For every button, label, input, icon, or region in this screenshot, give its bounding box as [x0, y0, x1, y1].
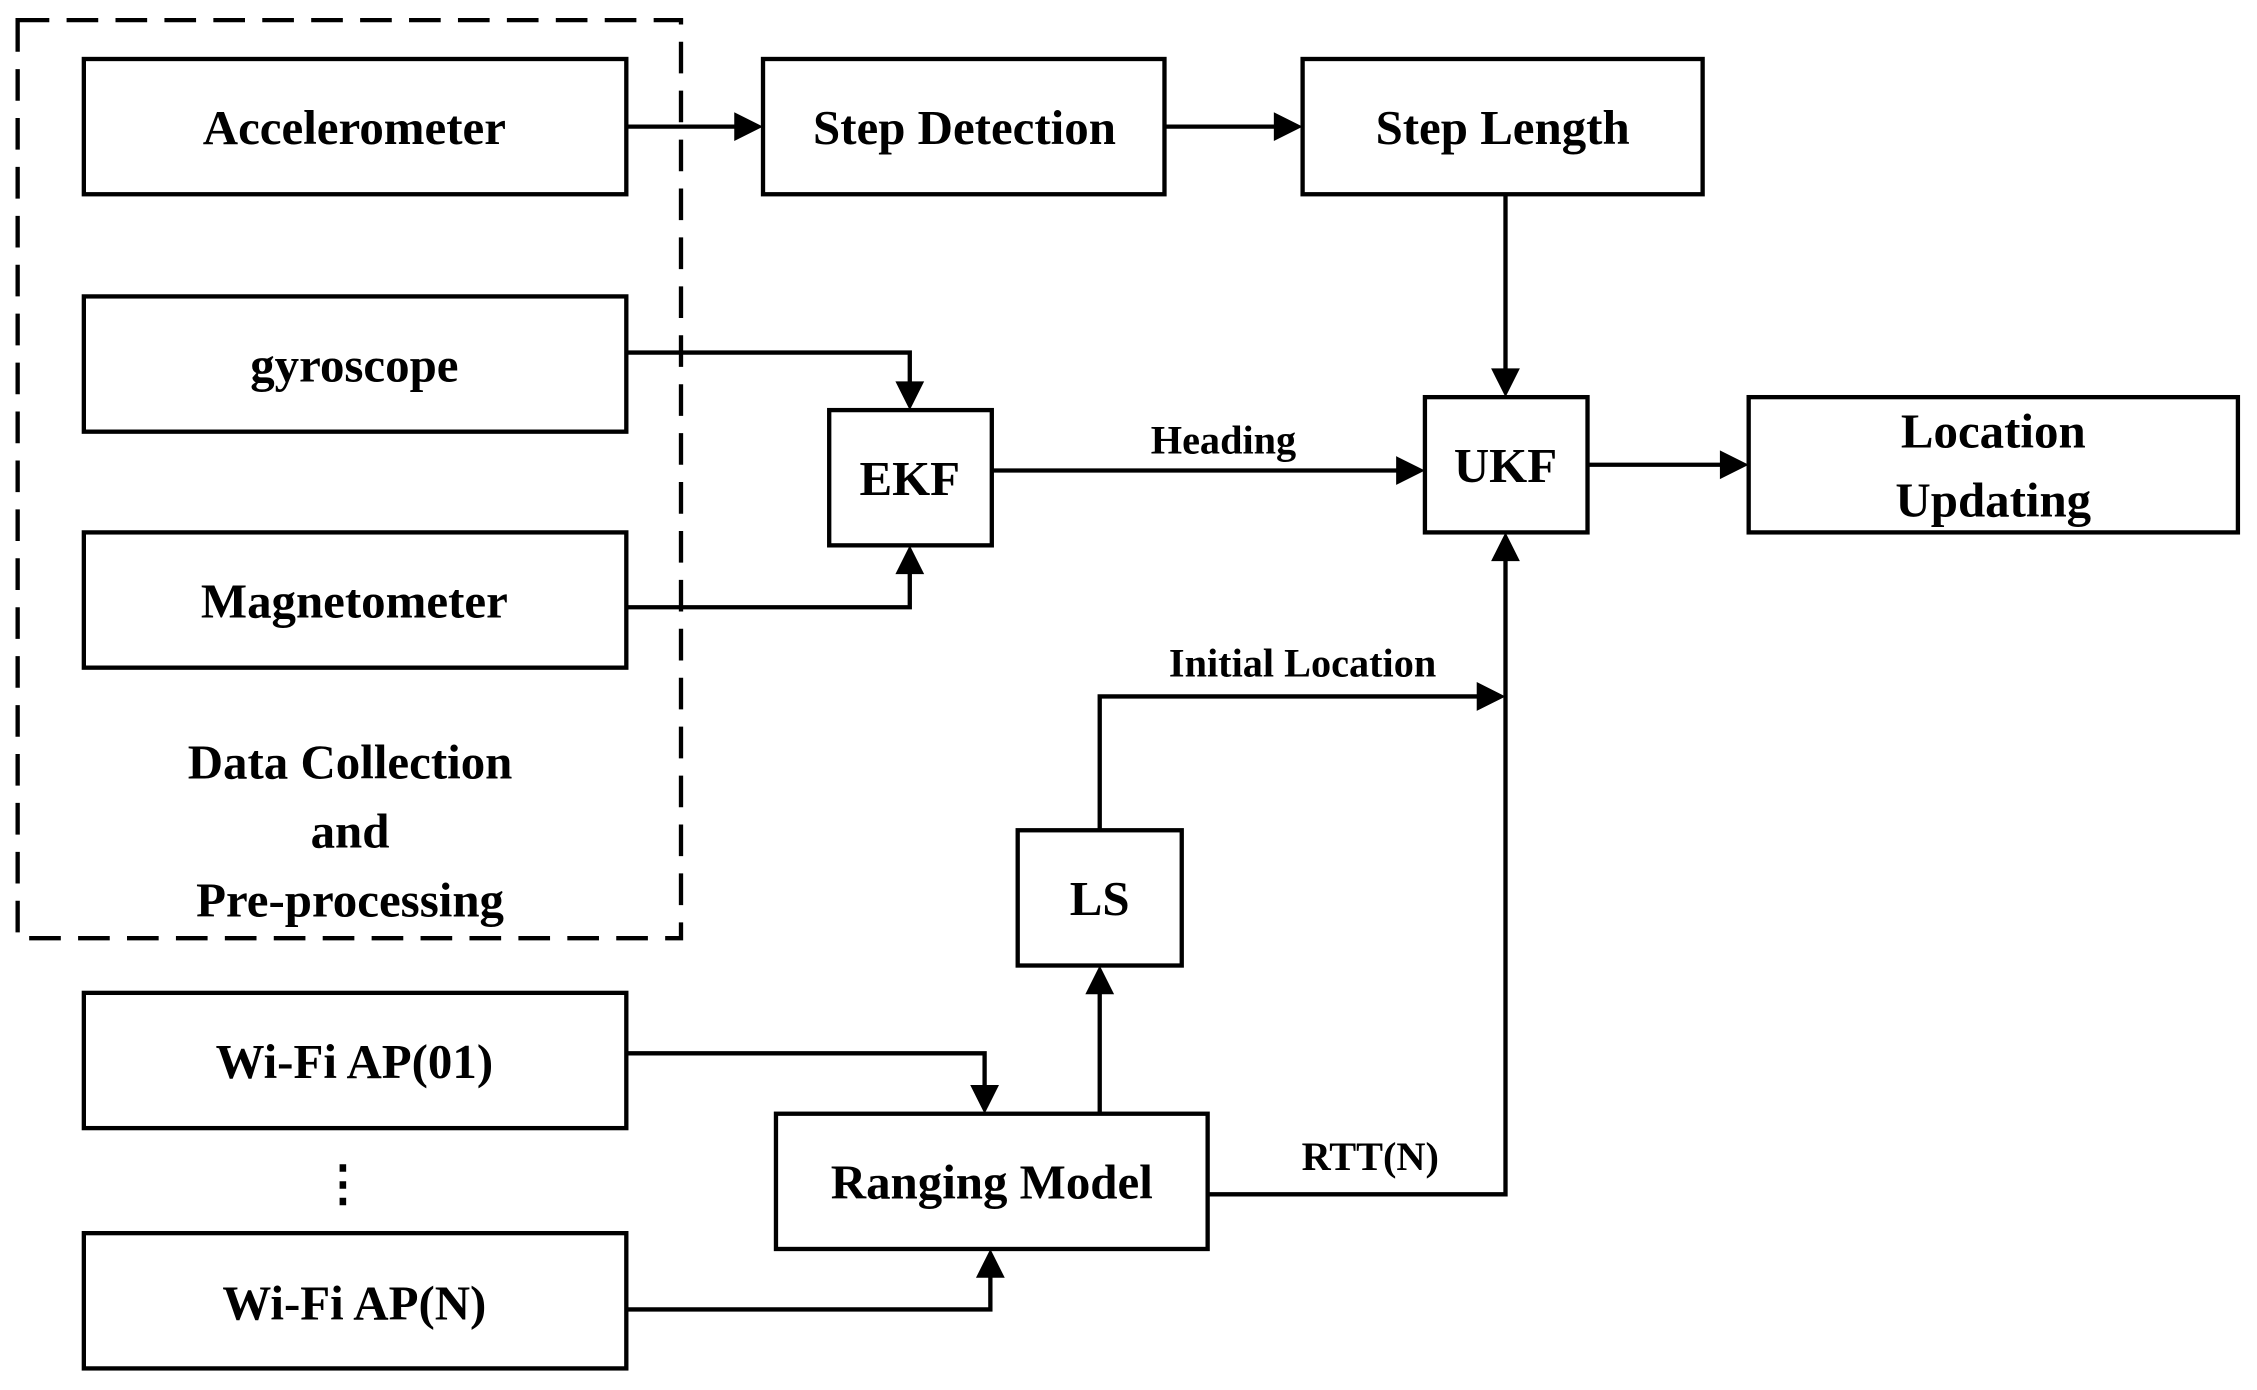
initial-location-edge-label: Initial Location: [1169, 640, 1436, 685]
heading-edge-label: Heading: [1151, 417, 1296, 462]
gyroscope-node: gyroscope: [81, 294, 629, 434]
ls-label: LS: [1070, 871, 1130, 926]
ekf-label: EKF: [860, 451, 961, 506]
magnetometer-label: Magnetometer: [201, 573, 508, 628]
edge-ranging-model-to-ls: [1085, 965, 1115, 1114]
step-length-label: Step Length: [1376, 100, 1630, 155]
wifi-ap-n-label: Wi-Fi AP(N): [222, 1275, 486, 1330]
step-detection-label: Step Detection: [813, 100, 1116, 155]
edge-step-length-to-ukf: [1491, 194, 1520, 398]
group-label-line-2: and: [311, 804, 390, 859]
group-label-line-3: Pre-processing: [196, 873, 504, 928]
edge-gyroscope-to-ekf: [626, 350, 925, 411]
edge-ls-to-ukf: [1097, 682, 1506, 831]
edge-ekf-to-ukf: [991, 456, 1425, 485]
ranging-model-node: Ranging Model: [773, 1111, 1210, 1252]
gyroscope-label: gyroscope: [250, 337, 458, 392]
wifi-ap-01-label: Wi-Fi AP(01): [216, 1034, 494, 1089]
edge-ranging-model-to-ukf: [1207, 532, 1520, 1197]
location-updating-node: Location Updating: [1746, 394, 2241, 535]
magnetometer-node: Magnetometer: [81, 530, 629, 670]
edge-step-detection-to-step-length: [1164, 112, 1303, 142]
wifi-ap-ellipsis: ⋮: [318, 1156, 367, 1211]
edge-ukf-to-location-updating: [1587, 450, 1749, 480]
data-collection-group-border: [15, 17, 684, 941]
edge-magnetometer-to-ekf: [626, 545, 925, 610]
accelerometer-label: Accelerometer: [203, 100, 506, 155]
ls-node: LS: [1015, 828, 1184, 968]
step-length-node: Step Length: [1300, 56, 1705, 197]
edge-accelerometer-to-step-detection: [626, 112, 764, 142]
ukf-label: UKF: [1454, 438, 1557, 493]
rtt-edge-label: RTT(N): [1302, 1134, 1439, 1179]
edge-wifi-ap-n-to-ranging-model: [626, 1248, 1005, 1312]
wifi-ap-n-node: Wi-Fi AP(N): [81, 1230, 629, 1371]
group-label-line-1: Data Collection: [188, 734, 513, 789]
accelerometer-node: Accelerometer: [81, 56, 629, 197]
ranging-model-label: Ranging Model: [831, 1155, 1153, 1210]
location-updating-label-line-1: Location: [1901, 404, 2086, 459]
ekf-node: EKF: [827, 407, 994, 548]
wifi-ap-01-node: Wi-Fi AP(01): [81, 990, 629, 1131]
ukf-node: UKF: [1422, 394, 1590, 535]
edge-wifi-ap-01-to-ranging-model: [626, 1051, 999, 1114]
step-detection-node: Step Detection: [760, 56, 1167, 197]
location-updating-label-line-2: Updating: [1895, 473, 2091, 528]
